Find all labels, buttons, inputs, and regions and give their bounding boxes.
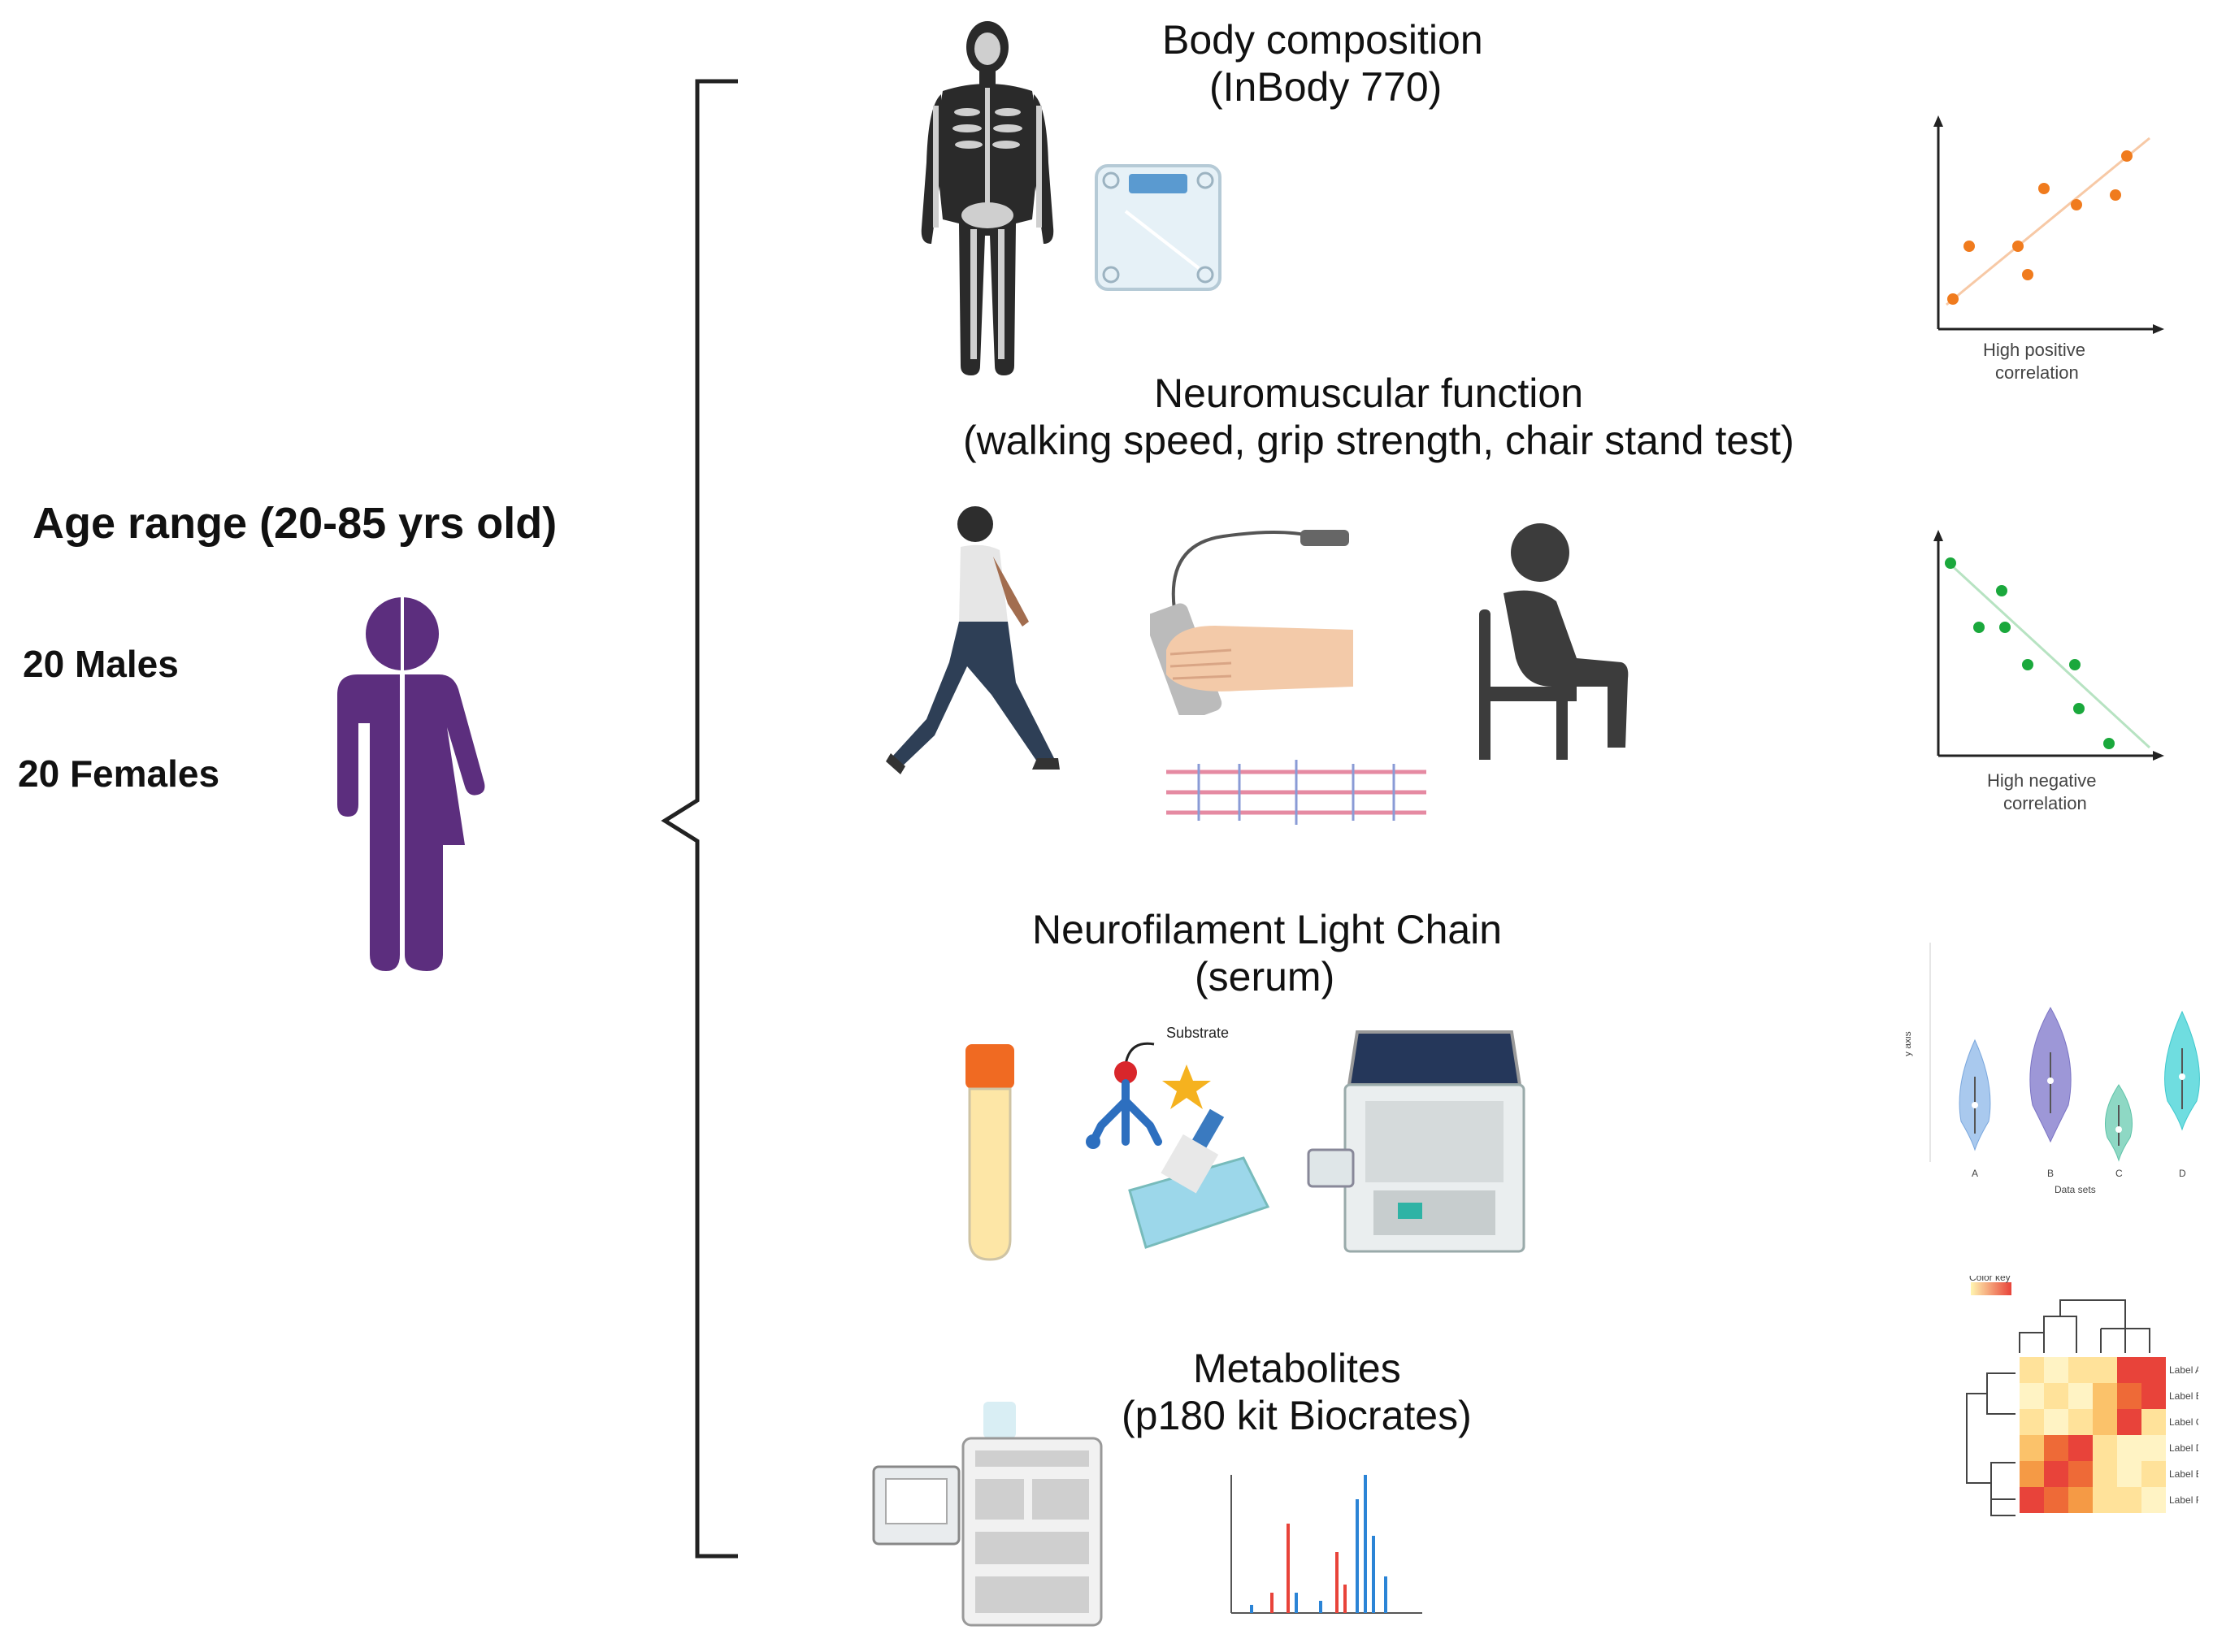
heatmap-cell	[2020, 1487, 2044, 1513]
heatmap-cell	[2117, 1357, 2141, 1383]
pos-points-dot-7	[2121, 150, 2133, 162]
violin-x-a: A	[1972, 1168, 1978, 1179]
positive-correlation-caption-2: correlation	[1995, 362, 2079, 383]
pos-points-dot-3	[2022, 269, 2033, 280]
heatmap-cell	[2093, 1487, 2117, 1513]
pos-points-dot-5	[2071, 199, 2082, 210]
heatmap-cell	[2093, 1383, 2117, 1409]
heatmap-cell	[2044, 1383, 2068, 1409]
heatmap-cell	[2068, 1487, 2093, 1513]
heatmap-cell	[2068, 1461, 2093, 1487]
neg-points-dot-0	[1945, 557, 1956, 569]
muscle-fiber-icon	[1166, 760, 1426, 825]
heatmap-cell	[2093, 1435, 2117, 1461]
neg-points-dot-2	[1996, 585, 2007, 596]
gender-person-icon	[337, 593, 485, 975]
neg-points-dot-6	[2073, 703, 2085, 714]
heatmap-row-label: Label D	[2169, 1442, 2198, 1454]
heatmap-cell	[2068, 1357, 2093, 1383]
violin-x-b: B	[2047, 1168, 2054, 1179]
heatmap-cell	[2068, 1435, 2093, 1461]
heatmap-cell	[2044, 1357, 2068, 1383]
negative-correlation-plot	[1933, 530, 2164, 761]
heatmap-cell	[2141, 1487, 2166, 1513]
pos-points-dot-2	[2012, 241, 2024, 252]
violin-xlabel: Data sets	[2055, 1184, 2096, 1195]
negative-correlation-caption-2: correlation	[2003, 793, 2087, 813]
nfl-subtitle: (serum)	[1195, 954, 1335, 999]
heatmap-row-label: Label C	[2169, 1416, 2198, 1428]
negative-correlation-caption-1: High negative	[1987, 770, 2097, 791]
heatmap-dendrogram: Color key Label A Label B Label C Label D La…	[1966, 1276, 2198, 1516]
heatmap-cell	[2117, 1435, 2141, 1461]
violin-x-d: D	[2179, 1168, 2186, 1179]
neuromuscular-title: Neuromuscular function	[1154, 371, 1584, 416]
heatmap-cell	[2117, 1383, 2141, 1409]
heatmap-cell	[2020, 1383, 2044, 1409]
heatmap-cell	[2068, 1409, 2093, 1435]
pos-points-dot-6	[2110, 189, 2121, 201]
heatmap-cell	[2141, 1357, 2166, 1383]
heatmap-row-label: Label E	[2169, 1468, 2198, 1480]
heatmap-row-label: Label F	[2169, 1494, 2198, 1506]
heatmap-cell	[2020, 1435, 2044, 1461]
heatmap-cell	[2093, 1357, 2117, 1383]
metabolites-subtitle: (p180 kit Biocrates)	[1122, 1393, 1472, 1438]
neuromuscular-subtitle: (walking speed, grip strength, chair sta…	[963, 418, 1794, 463]
heatmap-cell	[2141, 1461, 2166, 1487]
violin-ylabel: y axis	[1906, 1031, 1913, 1056]
heatmap-row-label: Label A	[2169, 1364, 2198, 1376]
heatmap-cell	[2141, 1409, 2166, 1435]
heatmap-cell	[2044, 1487, 2068, 1513]
nfl-title: Neurofilament Light Chain	[1032, 907, 1503, 952]
heatmap-cell	[2044, 1409, 2068, 1435]
heatmap-cell	[2044, 1435, 2068, 1461]
heatmap-row-label: Label B	[2169, 1390, 2198, 1402]
heatmap-cell	[2020, 1461, 2044, 1487]
positive-correlation-caption-1: High positive	[1983, 340, 2085, 360]
blood-tube-icon	[965, 1044, 1014, 1261]
heatmap-cell	[2141, 1383, 2166, 1409]
simoa-analyzer-icon	[1307, 1030, 1525, 1253]
violin-plot: y axis A B C D Data sets	[1906, 943, 2200, 1195]
positive-correlation-plot	[1933, 115, 2164, 334]
age-range-label: Age range (20-85 yrs old)	[33, 499, 558, 548]
metabolites-title: Metabolites	[1193, 1346, 1401, 1391]
grip-strength-dynamometer-icon	[1150, 530, 1353, 715]
neg-points-dot-1	[1973, 622, 1985, 633]
elisa-antibody-icon: Substrate	[1086, 1025, 1270, 1249]
neg-points-dot-3	[1999, 622, 2011, 633]
males-count: 20 Males	[23, 643, 179, 685]
neg-points-dot-4	[2022, 659, 2033, 670]
weighing-scale-icon	[1095, 164, 1221, 291]
mass-spectrometer-icon	[872, 1402, 1103, 1627]
heatmap-cell	[2020, 1357, 2044, 1383]
substrate-label: Substrate	[1166, 1025, 1229, 1041]
pos-points-dot-0	[1947, 293, 1959, 305]
heatmap-cell	[2020, 1409, 2044, 1435]
mass-spectrum-chart	[1230, 1475, 1422, 1614]
body-composition-title: Body composition	[1162, 17, 1483, 63]
heatmap-cell	[2117, 1461, 2141, 1487]
chair-stand-person-icon	[1479, 523, 1629, 760]
walking-person-icon	[886, 506, 1060, 774]
females-count: 20 Females	[18, 752, 220, 795]
body-composition-subtitle: (InBody 770)	[1209, 64, 1443, 110]
violin-x-c: C	[2115, 1168, 2123, 1179]
heatmap-cell	[2117, 1487, 2141, 1513]
heatmap-cell	[2044, 1461, 2068, 1487]
neg-points-dot-5	[2069, 659, 2081, 670]
grouping-bracket	[661, 79, 738, 1559]
heatmap-cell	[2093, 1409, 2117, 1435]
heatmap-cell	[2117, 1409, 2141, 1435]
heatmap-cell	[2141, 1435, 2166, 1461]
pos-points-dot-4	[2038, 183, 2050, 194]
neg-points-dot-7	[2103, 738, 2115, 749]
heatmap-legend: Color key	[1969, 1276, 2011, 1283]
heatmap-cell	[2068, 1383, 2093, 1409]
heatmap-cell	[2093, 1461, 2117, 1487]
pos-points-dot-1	[1963, 241, 1975, 252]
skeleton-body-icon	[921, 21, 1054, 375]
